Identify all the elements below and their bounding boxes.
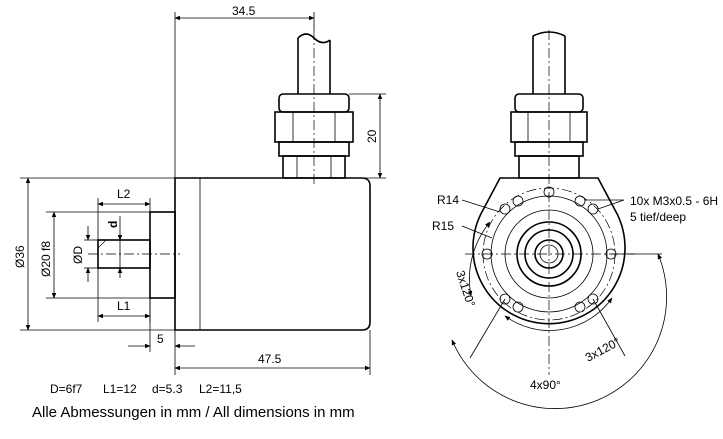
dim-diaD: ØD (71, 226, 98, 282)
dim-d: d (106, 216, 123, 278)
hole-top (543, 186, 555, 198)
dim-47-5: 47.5 (174, 330, 371, 375)
encoder-housing (174, 177, 371, 331)
param-L2: L2=11,5 (199, 382, 242, 396)
dim-L1: L1 (97, 268, 151, 322)
dim-47-5-label: 47.5 (258, 352, 282, 366)
dim-dia36: Ø36 (13, 177, 175, 331)
angle-dims (451, 221, 668, 410)
flange (149, 211, 176, 299)
shaft (88, 239, 180, 269)
dim-dia36-label: Ø36 (13, 245, 27, 268)
dim-34-5-label: 34.5 (232, 4, 256, 18)
parameters: D=6f7 L1=12 d=5.3 L2=11,5 (50, 382, 242, 396)
dim-flange-5: 5 (128, 298, 195, 375)
hole-bl-2 (512, 301, 524, 313)
footer-note: Alle Abmessungen in mm / All dimensions … (32, 404, 355, 421)
dim-20-label: 20 (365, 129, 379, 143)
label-R14: R14 (437, 193, 459, 207)
dim-dia20: Ø20 f8 (39, 211, 150, 299)
dim-L2: L2 (97, 187, 151, 240)
label-R15: R15 (432, 219, 454, 233)
hole-tr-1 (574, 195, 586, 207)
dim-d-label: d (106, 221, 120, 228)
label-angle-right: 3x120° (583, 335, 623, 365)
label-depth: 5 tief/deep (630, 210, 686, 224)
label-threads: 10x M3x0.5 - 6H (630, 194, 718, 208)
dim-diaD-label: ØD (71, 246, 85, 264)
hole-tl-2 (512, 195, 524, 207)
hole-tr-2 (587, 203, 599, 215)
dim-34-5: 34.5 (174, 4, 315, 178)
param-D: D=6f7 (50, 382, 83, 396)
front-view: R14 R15 10x M3x0.5 - 6H 5 tief/deep 3x12… (432, 30, 718, 410)
side-view: 34.5 20 Ø36 Ø20 f8 ØD (13, 4, 386, 375)
dim-L2-label: L2 (117, 187, 131, 201)
param-L1: L1=12 (103, 382, 137, 396)
hole-br-1 (574, 301, 586, 313)
param-d: d=5.3 (152, 382, 183, 396)
hole-tl-1 (499, 203, 511, 215)
cable (297, 30, 331, 185)
dim-L1-label: L1 (117, 299, 131, 313)
label-angle-bottom: 4x90° (530, 378, 561, 392)
label-angle-left: 3x120° (453, 269, 478, 309)
dim-dia20-label: Ø20 f8 (39, 241, 53, 277)
dim-flange-5-label: 5 (157, 332, 164, 346)
dim-20: 20 (349, 93, 386, 179)
